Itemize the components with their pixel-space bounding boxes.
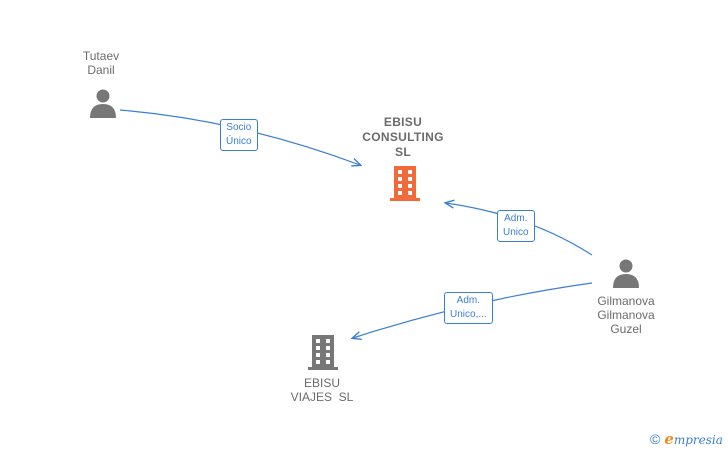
person-icon[interactable] (611, 258, 641, 288)
edge-label-line1: Adm. (504, 213, 528, 224)
person-name-line2: Danil (87, 63, 115, 77)
person-name-line1: Gilmanova (597, 294, 655, 308)
person-name-line3: Guzel (610, 322, 642, 336)
brand-e: e (664, 430, 674, 448)
person-name-line2: Gilmanova (597, 308, 655, 322)
company-name-line1: EBISU (303, 376, 340, 390)
company-label-ebisu-consulting[interactable]: EBISU CONSULTING SL (348, 115, 458, 160)
building-icon[interactable] (307, 335, 339, 370)
building-icon-main[interactable] (389, 166, 421, 201)
edge-label-line2: Unico (503, 227, 529, 238)
edge-label-adm-unico[interactable]: Adm. Unico (497, 210, 535, 242)
company-name-line1: EBISU (383, 115, 423, 129)
person-label-tutaev[interactable]: Tutaev Danil (70, 49, 132, 77)
company-name-line2: VIAJES SL (290, 390, 354, 404)
brand-wordmark: empresia (664, 430, 723, 448)
person-label-gilmanova[interactable]: Gilmanova Gilmanova Guzel (584, 294, 668, 336)
edge-label-adm-unico-more[interactable]: Adm. Unico,... (444, 292, 493, 324)
edge-label-line2: Único (226, 136, 252, 147)
company-name-line2: CONSULTING (362, 130, 444, 144)
company-label-ebisu-viajes[interactable]: EBISU VIAJES SL (276, 376, 368, 404)
company-name-line3: SL (395, 145, 411, 159)
brand-logo: © empresia (650, 430, 723, 448)
edge-label-line1: Socio (226, 122, 252, 133)
copyright-symbol: © (650, 431, 661, 447)
person-icon[interactable] (88, 88, 118, 118)
brand-rest: mpresia (673, 433, 723, 447)
edge-label-socio-unico[interactable]: Socio Único (220, 119, 258, 151)
edge-label-line1: Adm. (456, 295, 481, 306)
person-name-line1: Tutaev (82, 49, 120, 63)
edge-label-line2: Unico,... (450, 309, 487, 320)
